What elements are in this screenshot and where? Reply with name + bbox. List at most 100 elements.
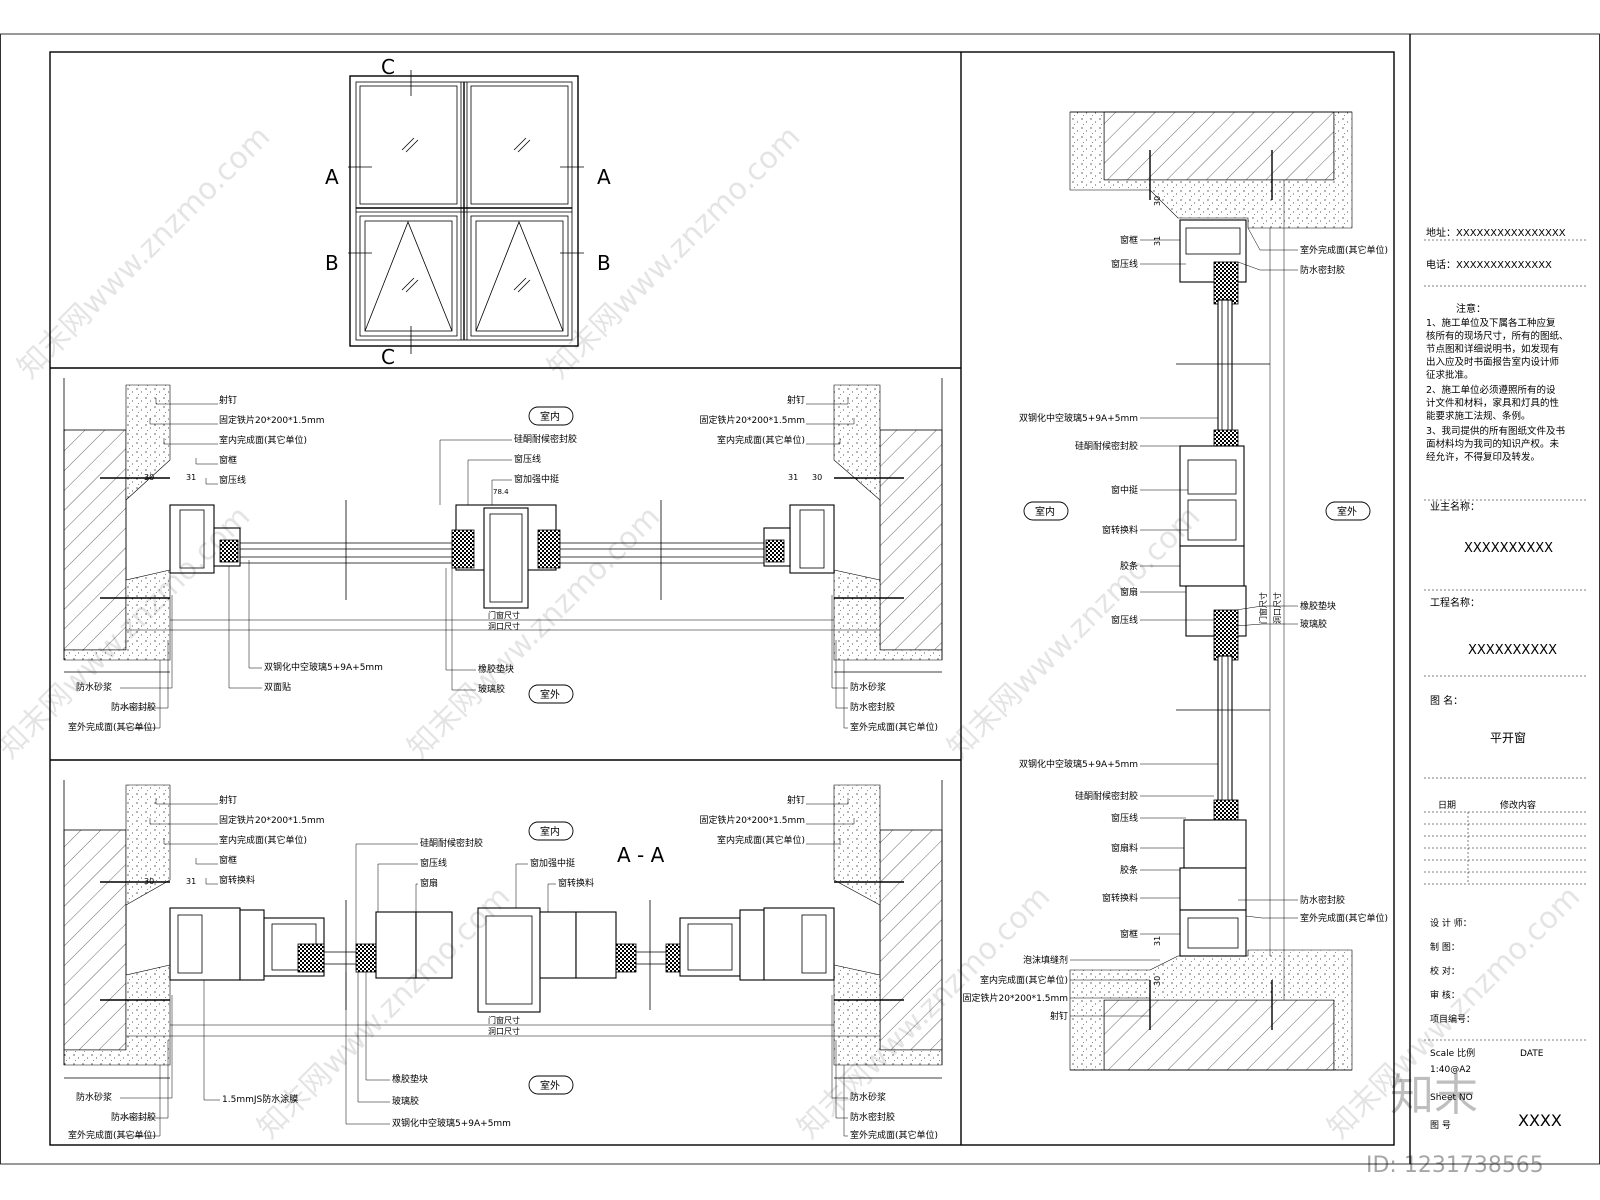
note-line: 1、施工单位及下属各工种应复 (1426, 317, 1556, 329)
label-a-glue: 玻璃胶 (392, 1095, 419, 1107)
label-b-l-shot-nail: 射钉 (219, 394, 237, 406)
watermark-site: 知末网www.znzmo.com (541, 119, 807, 385)
dim-hole-size-a: 洞口尺寸 (488, 1026, 520, 1036)
checker-label: 校 对： (1430, 965, 1460, 977)
label-a-l-sealant: 防水密封胶 (111, 1111, 156, 1123)
dim-center: 78.4 (493, 488, 509, 496)
label-b-r-sealant: 防水密封胶 (850, 701, 895, 713)
label-v-bead-top: 窗压线 (1111, 258, 1138, 270)
section-title-a: A - A (617, 843, 665, 867)
dim-hole-size: 洞口尺寸 (488, 621, 520, 631)
image-id-watermark: ID: 1231738565 (1366, 1153, 1544, 1178)
dim-hole-size-v: 洞口尺寸 (1272, 592, 1282, 624)
watermark-site: 知末网www.znzmo.com (11, 119, 277, 385)
label-v-r-outfinish-top: 室外完成面(其它单位) (1300, 244, 1388, 256)
room-tag-outdoor-b: 室外 (540, 688, 560, 701)
dim-31-left: 31 (186, 473, 196, 482)
scale-label: Scale 比例 (1430, 1047, 1475, 1059)
dim-v-31-top: 31 (1153, 236, 1162, 246)
label-a-r-mortar: 防水砂浆 (850, 1091, 886, 1103)
label-v-r-block: 橡胶垫块 (1300, 600, 1336, 612)
label-b-glass: 双钢化中空玻璃5+9A+5mm (264, 661, 383, 673)
section-mark-b-right: B (597, 251, 611, 275)
section-mark-a-right: A (597, 165, 611, 189)
owner-label: 业主名称： (1430, 500, 1480, 513)
dim-door-size-v: 门窗尺寸 (1258, 592, 1268, 624)
dim-v-30-top: 30 (1153, 196, 1162, 206)
room-tag-outdoor-a: 室外 (540, 1079, 560, 1092)
label-v-mullion: 窗中挺 (1111, 484, 1138, 496)
notes-title: 注意： (1456, 302, 1486, 315)
label-a-glass: 双钢化中空玻璃5+9A+5mm (392, 1117, 511, 1129)
note-line: 节点图和详细说明书，如发现有 (1426, 343, 1559, 355)
drawing-name-label: 图 名： (1430, 694, 1463, 707)
note-line: 出入应及时书面报告室内设计师 (1426, 356, 1559, 368)
label-b-l-bead: 窗压线 (219, 474, 246, 486)
room-tag-outdoor-v: 室外 (1337, 505, 1357, 518)
label-a-l-finish: 室内完成面(其它单位) (219, 834, 307, 846)
project-label: 工程名称： (1430, 596, 1480, 609)
project-number-label: 项目编号： (1430, 1013, 1475, 1025)
label-v-shot-nail: 射钉 (1050, 1010, 1068, 1022)
dim-door-size: 门窗尺寸 (488, 610, 520, 620)
label-v-silicone-lower: 硅酮耐候密封胶 (1075, 790, 1138, 802)
note-line: 经允许，不得复印及转发。 (1426, 451, 1540, 463)
notes-list: 1、施工单位及下属各工种应复 核所有的现场尺寸，所有的图纸、 节点图和详细说明书… (1426, 317, 1569, 463)
figure-no-label: 图 号 (1430, 1120, 1451, 1131)
watermark-site: 知末网www.znzmo.com (941, 499, 1207, 765)
room-tag-indoor-v: 室内 (1035, 505, 1055, 518)
sheet-no-label: Sheet NO (1430, 1093, 1473, 1103)
section-mark-c-top: C (381, 55, 395, 79)
note-line: 核所有的现场尺寸，所有的图纸、 (1426, 330, 1569, 342)
label-a-l-plate: 固定铁片20*200*1.5mm (219, 814, 324, 826)
label-v-frame-top: 窗框 (1120, 234, 1138, 246)
label-a-r-outfinish: 室外完成面(其它单位) (850, 1129, 938, 1141)
label-b-r-shot-nail: 射钉 (787, 394, 805, 406)
dim-v-31-bottom: 31 (1153, 936, 1162, 946)
label-b-c-silicone: 硅酮耐候密封胶 (514, 433, 577, 445)
label-a-c-mullion: 窗加强中挺 (530, 857, 575, 869)
label-b-r-outfinish: 室外完成面(其它单位) (850, 721, 938, 733)
label-a-block: 橡胶垫块 (392, 1073, 428, 1085)
label-b-c-mullion: 窗加强中挺 (514, 473, 559, 485)
label-v-silicone-upper: 硅酮耐候密封胶 (1075, 440, 1138, 452)
label-v-infinish: 室内完成面(其它单位) (980, 974, 1068, 986)
label-v-glass-lower: 双钢化中空玻璃5+9A+5mm (1019, 758, 1138, 770)
horizontal-section-a: 门窗尺寸 洞口尺寸 30 31 A - A 室内 室外 射钉 固定铁片20*20… (63, 780, 943, 1141)
project-value: XXXXXXXXXX (1468, 643, 1557, 658)
owner-value: XXXXXXXXXX (1464, 541, 1553, 556)
label-a-r-shot-nail: 射钉 (787, 794, 805, 806)
section-mark-c-bottom: C (381, 345, 395, 369)
revision-content-header: 修改内容 (1500, 799, 1536, 811)
label-v-plate: 固定铁片20*200*1.5mm (963, 992, 1068, 1004)
section-mark-a-left: A (325, 165, 339, 189)
label-v-bead-mid: 窗压线 (1111, 614, 1138, 626)
scale-value: 1:40@A2 (1430, 1065, 1471, 1075)
label-a-l-shot-nail: 射钉 (219, 794, 237, 806)
label-b-l-finish: 室内完成面(其它单位) (219, 434, 307, 446)
label-b-glue: 玻璃胶 (478, 683, 505, 695)
label-v-foam: 泡沫填缝剂 (1023, 954, 1068, 966)
label-b-l-plate: 固定铁片20*200*1.5mm (219, 414, 324, 426)
label-v-r-outfinish-bottom: 室外完成面(其它单位) (1300, 912, 1388, 924)
dim-30-left-a: 30 (144, 877, 154, 886)
dim-30-right: 30 (812, 473, 822, 482)
designer-label: 设 计 师： (1430, 917, 1472, 929)
note-line: 面材料均为我司的知识产权。未 (1426, 438, 1560, 450)
label-a-l-converter: 窗转换料 (219, 874, 255, 886)
label-a-c-sash: 窗扇 (420, 877, 438, 889)
label-b-c-bead: 窗压线 (514, 453, 541, 465)
label-a-r-sealant: 防水密封胶 (850, 1111, 895, 1123)
dim-door-size-a: 门窗尺寸 (488, 1015, 520, 1025)
sheet-border (0, 33, 1600, 1165)
label-v-gasket-lower: 胶条 (1120, 864, 1138, 876)
brand-watermark: 知末 (1390, 1070, 1478, 1121)
label-b-l-frame: 窗框 (219, 454, 237, 466)
revision-date-header: 日期 (1438, 800, 1456, 811)
drawing-name-value: 平开窗 (1490, 731, 1526, 745)
label-v-r-sealant-bottom: 防水密封胶 (1300, 894, 1345, 906)
reviewer-label: 审 核： (1430, 989, 1460, 1001)
label-b-l-sealant: 防水密封胶 (111, 701, 156, 713)
dim-31-left-a: 31 (186, 877, 196, 886)
label-v-r-sealant-top: 防水密封胶 (1300, 264, 1345, 276)
